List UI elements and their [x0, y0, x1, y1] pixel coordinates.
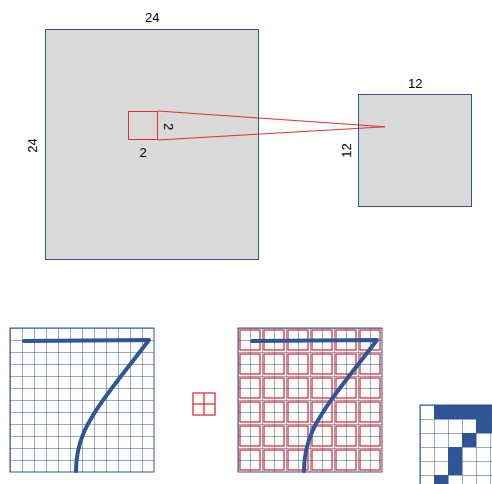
width-dimension: 12: [408, 76, 422, 91]
input-feature-map: 242422: [45, 29, 259, 260]
height-dimension: 24: [25, 138, 40, 152]
output-map-fill: [358, 94, 472, 207]
pool-window-symbol: [193, 393, 215, 415]
window-width: 2: [140, 145, 147, 160]
receptive-field-cone: [158, 111, 385, 140]
width-dimension: 24: [145, 10, 159, 25]
input-map-fill: [45, 29, 259, 260]
window-height: 2: [161, 122, 176, 129]
input-grid: [10, 328, 154, 472]
output-grid: [420, 405, 492, 484]
pooled-regions-grid: [238, 328, 382, 472]
output-feature-map: 1212: [358, 94, 472, 207]
height-dimension: 12: [339, 143, 354, 157]
pooling-window: 22: [128, 111, 158, 140]
